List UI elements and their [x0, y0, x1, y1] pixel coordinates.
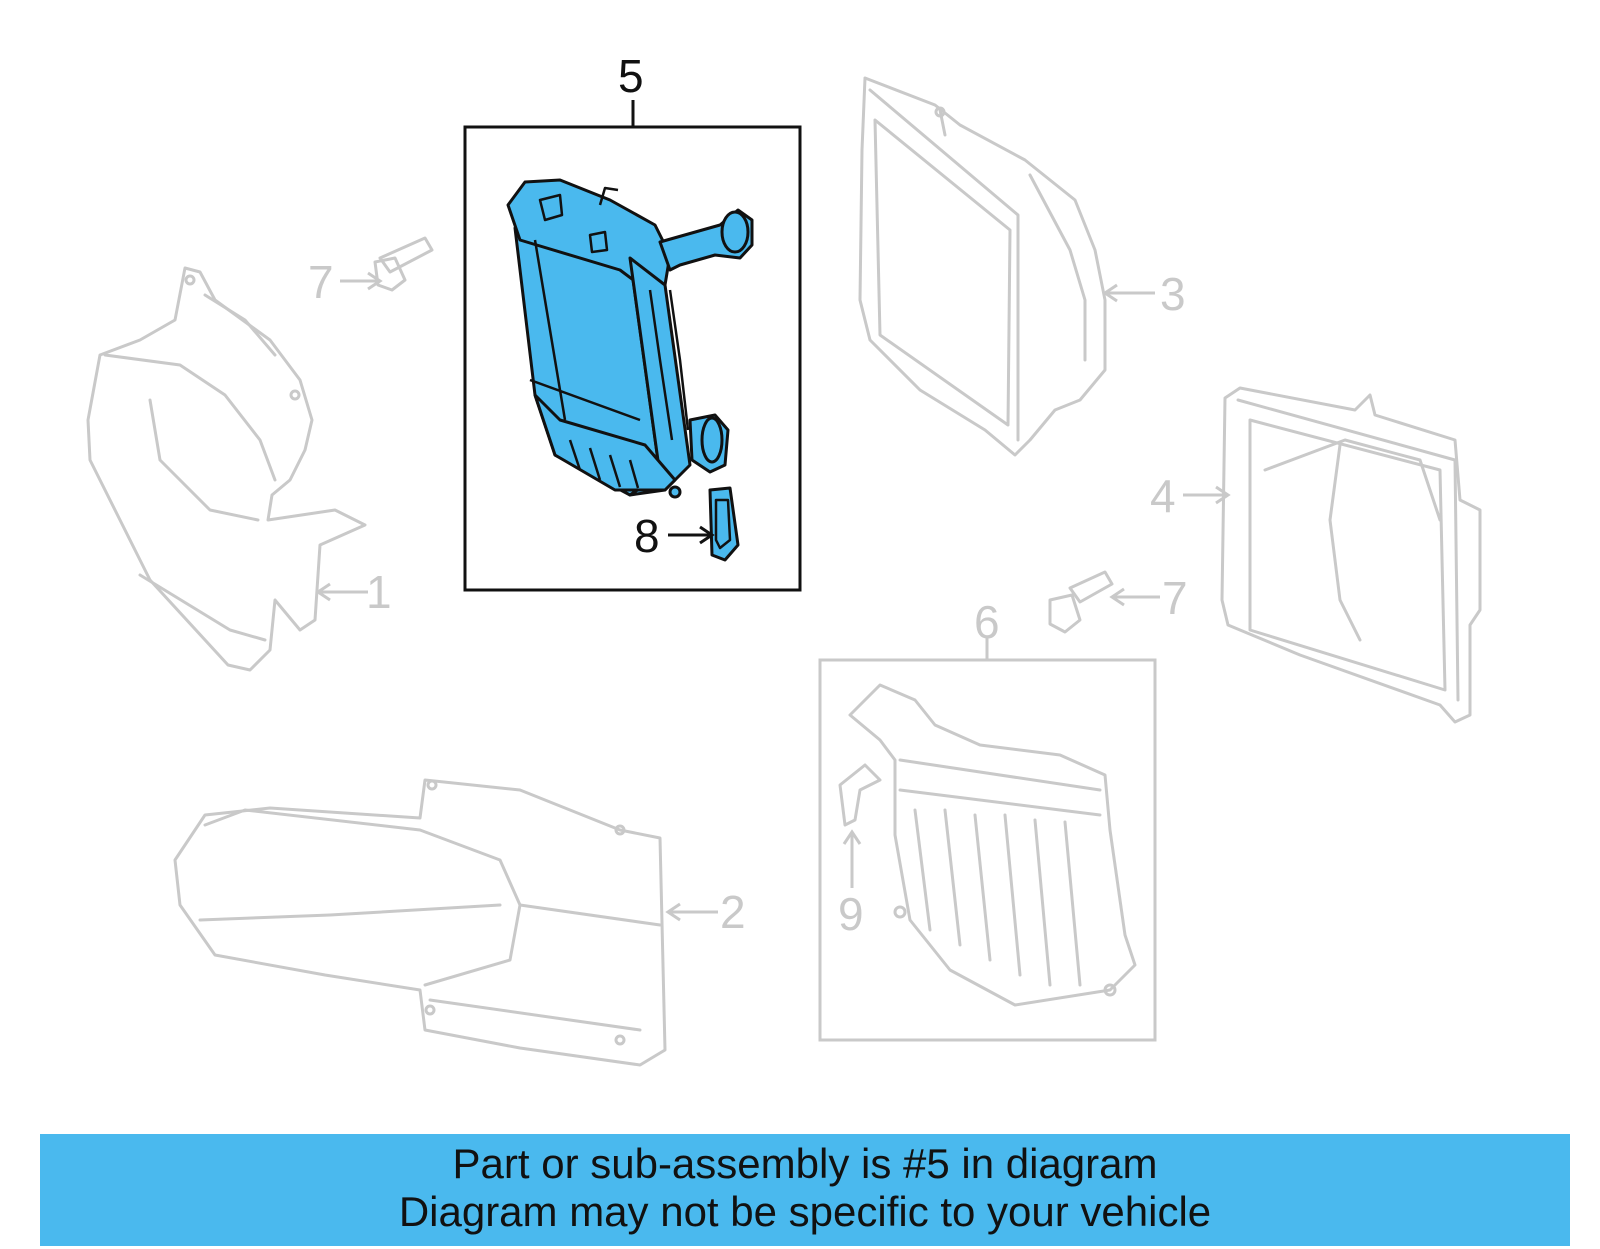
part-3-shroud[interactable]	[858, 76, 1107, 457]
banner-line-2: Diagram may not be specific to your vehi…	[398, 1188, 1212, 1235]
part-4-shroud[interactable]	[1220, 386, 1482, 724]
callout-7-upper: 7	[308, 256, 334, 308]
callout-3: 3	[1160, 268, 1186, 320]
callout-7-lower: 7	[1162, 572, 1188, 624]
arrow-9	[842, 829, 862, 888]
part-8-seal[interactable]	[708, 486, 740, 562]
arrow-4	[1183, 485, 1231, 505]
part-6-box[interactable]	[818, 638, 1157, 1042]
part-2-air-duct[interactable]	[173, 778, 667, 1067]
arrow-7a	[340, 271, 383, 291]
part-7-bolt-upper[interactable]	[373, 236, 434, 292]
arrow-7b	[1109, 587, 1160, 607]
callout-5: 5	[618, 50, 644, 102]
arrow-8	[668, 525, 715, 545]
callout-4: 4	[1150, 470, 1176, 522]
callout-6: 6	[974, 596, 1000, 648]
callout-2: 2	[720, 886, 746, 938]
arrow-2	[665, 902, 718, 922]
banner-line-1: Part or sub-assembly is #5 in diagram	[452, 1140, 1158, 1187]
arrow-3	[1102, 283, 1155, 303]
part-7-bolt-lower[interactable]	[1048, 570, 1114, 634]
arrow-1	[315, 582, 368, 602]
callout-9: 9	[838, 888, 864, 940]
part-5-intercooler[interactable]	[506, 178, 754, 499]
part-1-air-duct[interactable]	[86, 266, 367, 672]
callout-8: 8	[634, 510, 660, 562]
callout-1: 1	[366, 566, 392, 618]
info-banner: Part or sub-assembly is #5 in diagram Di…	[40, 1134, 1570, 1246]
